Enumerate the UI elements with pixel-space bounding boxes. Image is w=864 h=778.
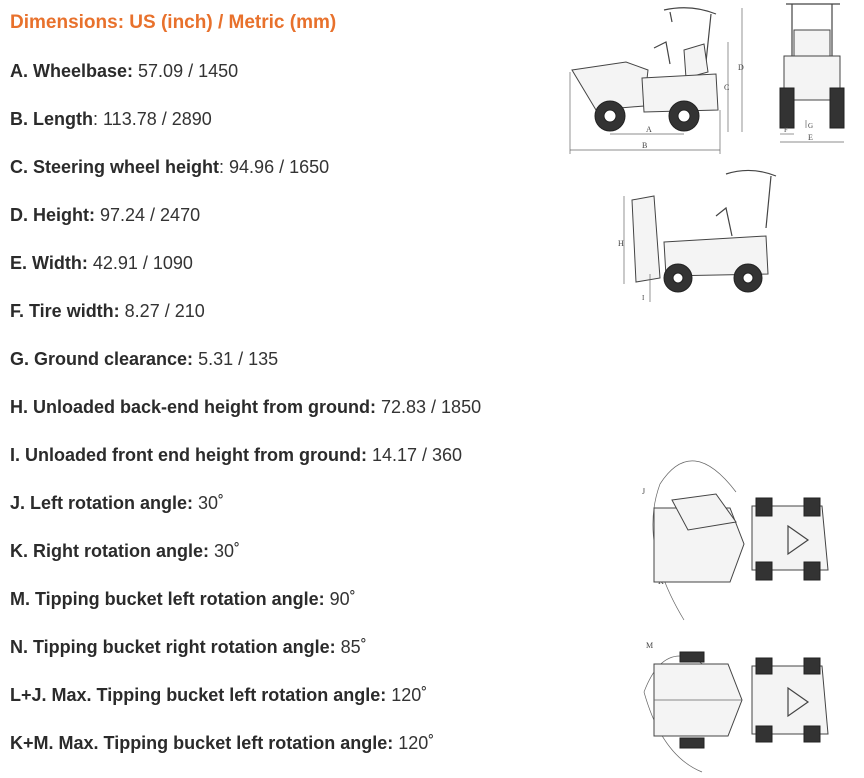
spec-label: I. Unloaded front end height from ground…	[10, 445, 367, 465]
spec-right-rotation-angle: K. Right rotation angle: 30˚	[10, 541, 240, 562]
dim-e-label: E	[808, 133, 813, 142]
spec-width: E. Width: 42.91 / 1090	[10, 253, 193, 274]
spec-front-end-height: I. Unloaded front end height from ground…	[10, 445, 462, 466]
spec-value: 90˚	[324, 589, 356, 609]
spec-height: D. Height: 97.24 / 2470	[10, 205, 200, 226]
dim-i-label: I	[642, 294, 645, 302]
spec-value: : 113.78 / 2890	[93, 109, 212, 129]
spec-label: H. Unloaded back-end height from ground:	[10, 397, 376, 417]
spec-max-bucket-left-rotation-lj: L+J. Max. Tipping bucket left rotation a…	[10, 685, 427, 706]
dim-j-label: J	[642, 487, 645, 496]
spec-value: 30˚	[208, 541, 241, 561]
spec-ground-clearance: G. Ground clearance: 5.31 / 135	[10, 349, 278, 370]
spec-value: 97.24 / 2470	[95, 205, 201, 225]
dim-b-label: B	[642, 141, 647, 150]
dim-d-label: D	[738, 63, 744, 72]
dim-a-label: A	[646, 125, 652, 134]
front-view-drawing: E F G	[776, 0, 850, 152]
spec-value: 72.83 / 1850	[376, 397, 482, 417]
spec-label: M. Tipping bucket left rotation angle:	[10, 589, 325, 609]
spec-label: L+J. Max. Tipping bucket left rotation a…	[10, 685, 387, 705]
spec-label: G. Ground clearance:	[10, 349, 194, 369]
spec-label: D. Height:	[10, 205, 95, 225]
spec-steering-wheel-height: C. Steering wheel height: 94.96 / 1650	[10, 157, 329, 178]
spec-value: 85˚	[335, 637, 367, 657]
spec-value: 42.91 / 1090	[87, 253, 193, 273]
spec-label: N. Tipping bucket right rotation angle:	[10, 637, 336, 657]
spec-value: 30˚	[193, 493, 225, 513]
dim-c-label: C	[724, 83, 729, 92]
rotation-top-view-drawing: J K	[632, 444, 842, 624]
tipped-view-drawing: H I	[616, 166, 792, 306]
spec-value: : 94.96 / 1650	[219, 157, 330, 177]
spec-label: J. Left rotation angle:	[10, 493, 194, 513]
spec-value: 57.09 / 1450	[133, 61, 239, 81]
spec-length: B. Length: 113.78 / 2890	[10, 109, 212, 130]
page-title: Dimensions: US (inch) / Metric (mm)	[10, 12, 337, 33]
tip-rotation-top-view-drawing: M	[632, 626, 842, 776]
spec-value: 8.27 / 210	[119, 301, 205, 321]
spec-bucket-right-rotation: N. Tipping bucket right rotation angle: …	[10, 637, 367, 658]
spec-label: E. Width:	[10, 253, 88, 273]
spec-max-bucket-left-rotation-km: K+M. Max. Tipping bucket left rotation a…	[10, 733, 434, 754]
dim-m-label: M	[646, 641, 653, 650]
spec-tire-width: F. Tire width: 8.27 / 210	[10, 301, 205, 322]
spec-value: 120˚	[393, 733, 435, 753]
spec-value: 120˚	[386, 685, 428, 705]
spec-value: 5.31 / 135	[193, 349, 279, 369]
spec-label: K. Right rotation angle:	[10, 541, 209, 561]
side-view-drawing: A B C D	[566, 2, 752, 158]
dim-h-label: H	[618, 239, 624, 248]
spec-label: B. Length	[10, 109, 93, 129]
spec-label: F. Tire width:	[10, 301, 120, 321]
spec-value: 14.17 / 360	[366, 445, 463, 465]
spec-back-end-height: H. Unloaded back-end height from ground:…	[10, 397, 481, 418]
spec-left-rotation-angle: J. Left rotation angle: 30˚	[10, 493, 224, 514]
spec-label: A. Wheelbase:	[10, 61, 134, 81]
spec-wheelbase: A. Wheelbase: 57.09 / 1450	[10, 61, 238, 82]
spec-label: K+M. Max. Tipping bucket left rotation a…	[10, 733, 394, 753]
spec-bucket-left-rotation: M. Tipping bucket left rotation angle: 9…	[10, 589, 356, 610]
dim-g-label: G	[808, 122, 813, 130]
spec-label: C. Steering wheel height	[10, 157, 220, 177]
dim-f-label: F	[784, 126, 788, 134]
